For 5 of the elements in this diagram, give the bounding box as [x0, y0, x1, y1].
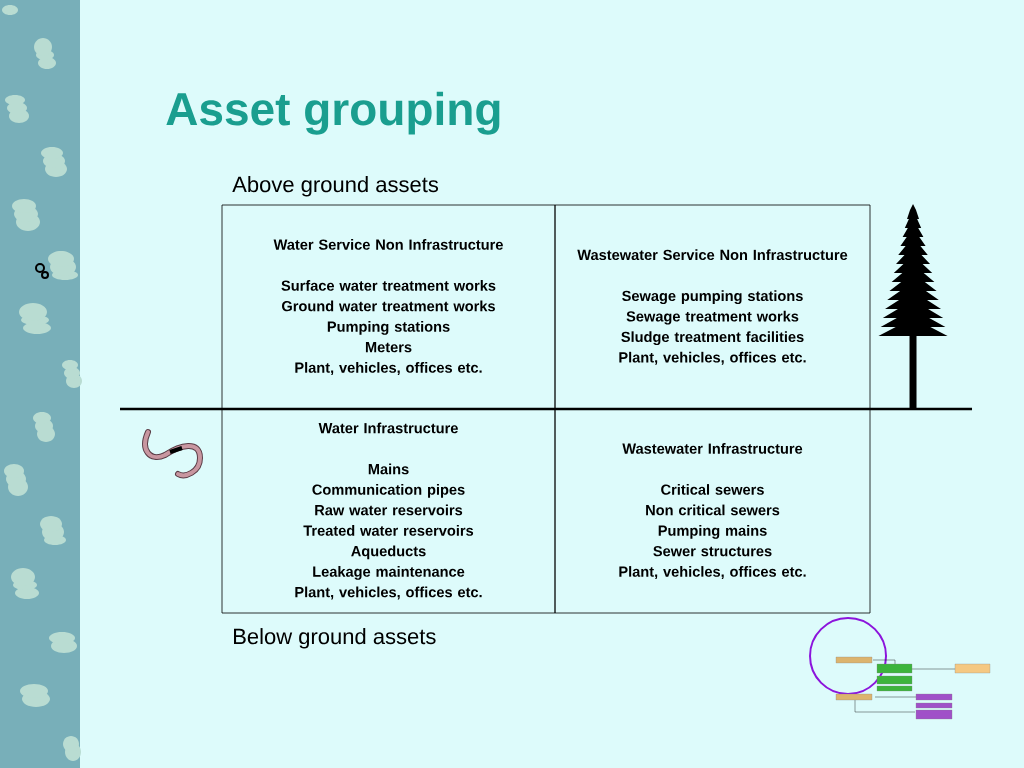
table-cell: Water Infrastructure Mains Communication pipes Raw water reservoirs Treated water reservoirs Aqueducts Leakage maintenance Plant, vehicles, offices etc. [221, 408, 556, 614]
table-cell: Water Service Non Infrastructure Surface water treatment works Ground water treatment works Pumping stations Meters Plant, vehicles, offices etc. [221, 204, 556, 410]
table-cell: Wastewater Service Non Infrastructure Sewage pumping stations Sewage treatment works Sludge treatment facilities Plant, vehicles, offices etc. [554, 204, 871, 410]
title: Asset grouping [166, 91, 500, 135]
table-cell: Wastewater Infrastructure Critical sewers Non critical sewers Pumping mains Sewer structures Plant, vehicles, offices etc. [554, 408, 871, 614]
